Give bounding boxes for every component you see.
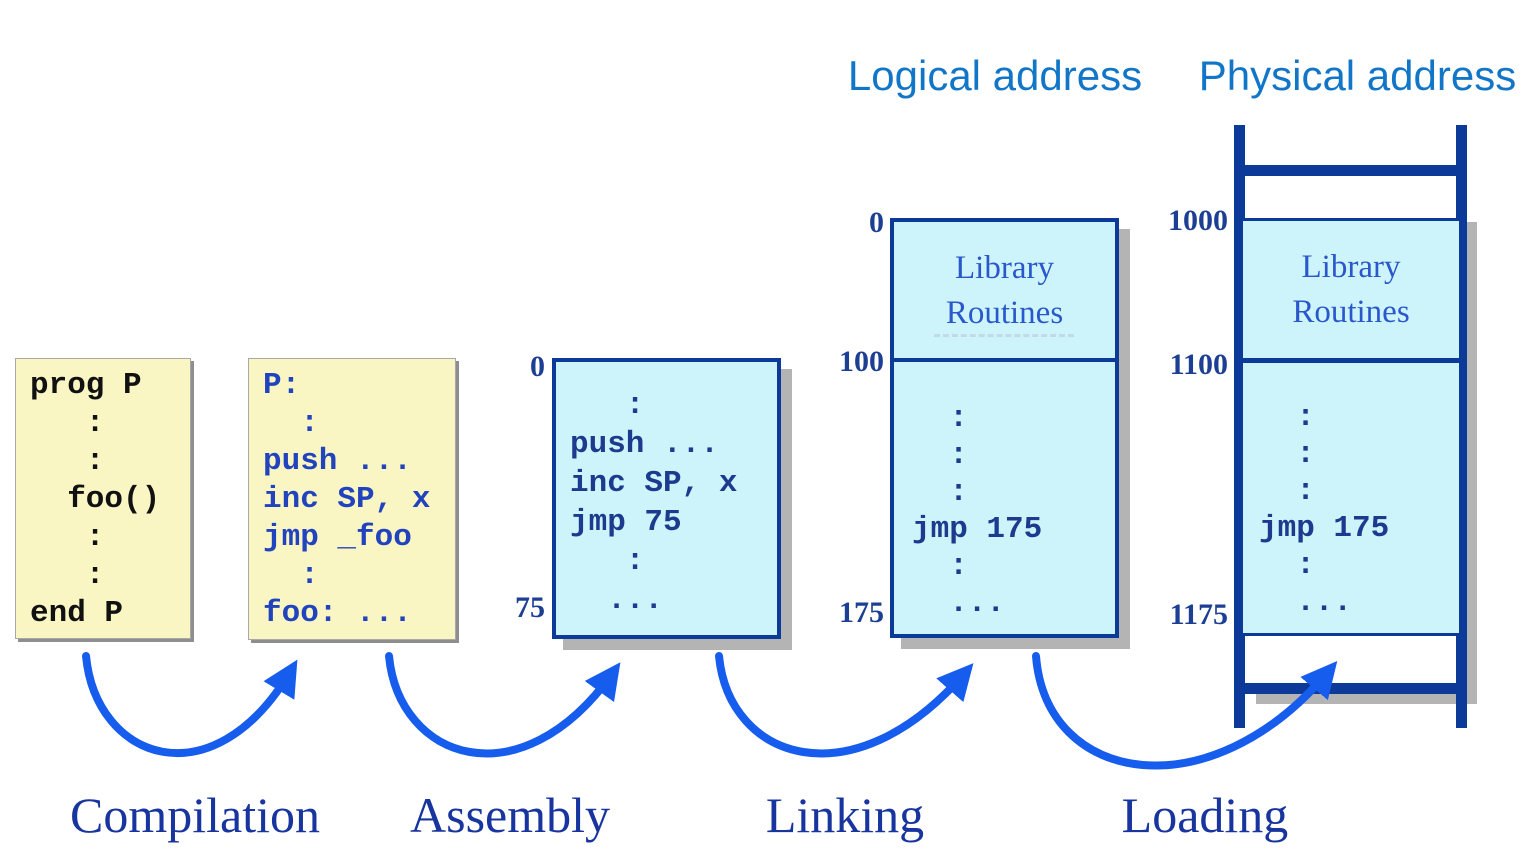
relocatable-module-box: : push ... inc SP, x jmp 75 : ... xyxy=(552,358,781,639)
stage-label-assembly: Assembly xyxy=(410,787,610,843)
load-module-box: Library Routines : : : jmp 175 : ... xyxy=(890,218,1119,638)
exec-addr-top: 0 xyxy=(530,350,545,383)
compilation-arrow xyxy=(82,652,298,758)
object-module-box: P: : push ... inc SP, x jmp _foo : foo: … xyxy=(248,358,456,640)
assembly-arrow xyxy=(385,652,621,758)
stage-label-compilation: Compilation xyxy=(70,787,320,843)
source-program-code: prog P : : foo() : : end P xyxy=(30,368,161,631)
logical-address-label: Logical address xyxy=(847,52,1143,99)
memory-rail-shadow xyxy=(1467,222,1477,698)
memory-addr-mid: 1100 xyxy=(1169,348,1228,381)
load-module-divider xyxy=(894,358,1115,362)
load-addr-top: 0 xyxy=(869,206,884,239)
source-program-box: prog P : : foo() : : end P xyxy=(15,358,191,639)
memory-addr-top: 1000 xyxy=(1168,204,1228,237)
loading-arrow xyxy=(1032,652,1338,770)
exec-addr-bottom: 75 xyxy=(515,591,545,624)
memory-crossbar-shadow xyxy=(1256,694,1477,704)
load-library-routines-label: Library Routines xyxy=(945,250,1064,331)
load-addr-bottom: 175 xyxy=(839,596,884,629)
memory-top-crossbar xyxy=(1234,165,1467,176)
load-addr-mid: 100 xyxy=(839,345,884,378)
stage-label-loading: Loading xyxy=(1121,787,1289,843)
memory-code: : : : jmp 175 : ... xyxy=(1259,400,1390,620)
memory-library-routines-label: Library Routines xyxy=(1292,249,1410,330)
memory-divider xyxy=(1243,358,1459,363)
memory-left-rail xyxy=(1234,125,1245,728)
memory-bottom-crossbar xyxy=(1234,683,1467,694)
faded-ellipsis-line xyxy=(934,334,1074,337)
linking-arrow xyxy=(715,652,974,758)
object-module-code: P: : push ... inc SP, x jmp _foo : foo: … xyxy=(263,368,431,631)
load-module-code: : : : jmp 175 : ... xyxy=(912,401,1043,621)
memory-image-box: Library Routines : : : jmp 175 : ... xyxy=(1240,218,1462,636)
relocatable-module-code: : push ... inc SP, x jmp 75 : ... xyxy=(570,388,738,618)
stage-label-linking: Linking xyxy=(765,787,925,843)
physical-address-label: Physical address xyxy=(1198,52,1517,99)
memory-addr-bottom: 1175 xyxy=(1169,598,1228,631)
